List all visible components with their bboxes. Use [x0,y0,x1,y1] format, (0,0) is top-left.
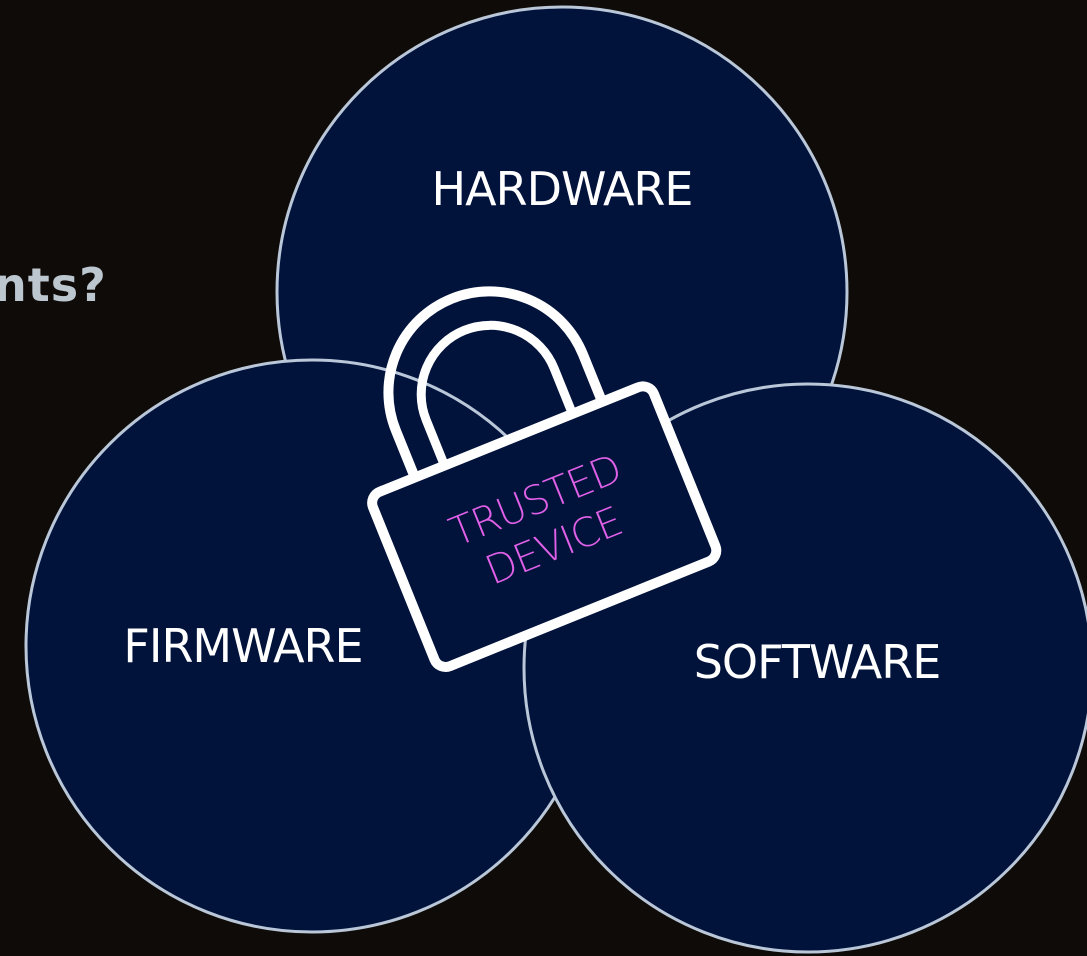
padlock-icon: TRUSTED DEVICE [367,286,722,672]
padlock-shackle [383,286,610,490]
padlock-shackle-inner [416,320,580,477]
firmware-label: FIRMWARE [123,619,362,673]
slide-heading-fragment: nts? [0,258,107,312]
hardware-label: HARDWARE [432,162,693,216]
padlock-body [367,381,722,672]
software-label: SOFTWARE [694,635,941,689]
